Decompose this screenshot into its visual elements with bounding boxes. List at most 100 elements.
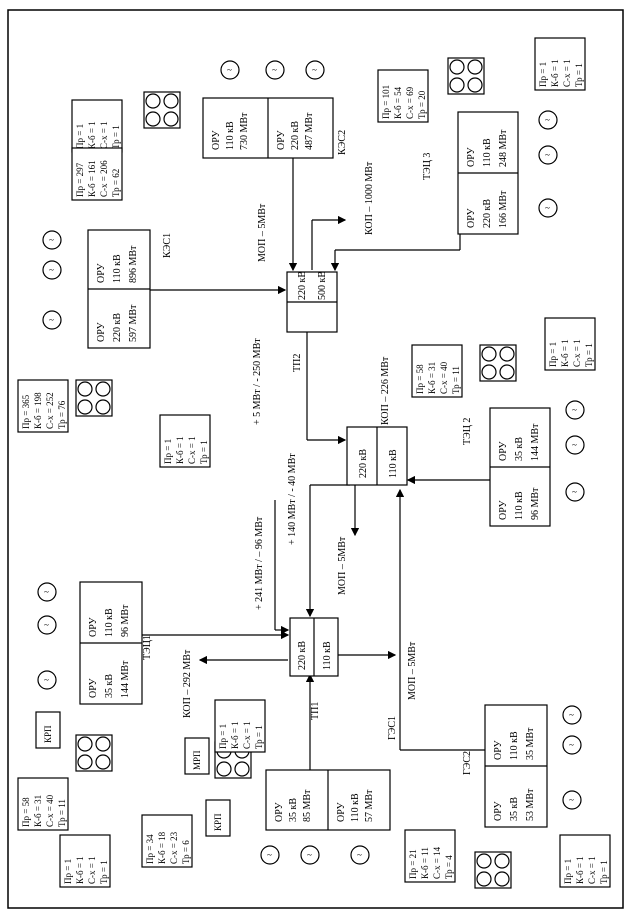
consumer-value: Пр = 297 <box>75 162 85 197</box>
generator-icon <box>565 482 585 502</box>
consumer-value: С-х = 23 <box>169 831 179 864</box>
consumer-value: Тр = 11 <box>57 799 67 827</box>
consumer-table <box>141 814 193 868</box>
consumer-value: Тр = 1 <box>584 343 594 367</box>
generator-icon <box>565 435 585 455</box>
oru-voltage: 220 кВ <box>482 199 493 228</box>
consumer-value: С-х = 69 <box>405 86 415 119</box>
consumer-value: Пр = 1 <box>63 859 73 884</box>
consumer-value: Тр = 76 <box>57 400 67 429</box>
consumer-value: К-б = 1 <box>550 59 560 87</box>
flow-5-250: + 5 МВт / - 250 МВт <box>252 338 263 425</box>
oru-voltage: 220 кВ <box>112 313 123 342</box>
consumer-value: С-х = 1 <box>587 856 597 884</box>
oru-power: 597 МВт <box>128 304 139 342</box>
station-name: ТЭЦ 3 <box>422 153 433 180</box>
flow-140-40: + 140 МВт / - 40 МВт <box>287 453 298 545</box>
oru-label: ОРУ <box>96 262 107 283</box>
oru-voltage: 35 кВ <box>509 797 520 821</box>
consumer-value: Пр = 58 <box>415 364 425 394</box>
consumer-value: С-х = 14 <box>432 846 442 879</box>
consumer-value: К-б = 1 <box>560 339 570 367</box>
generator-icon <box>220 60 240 80</box>
mrp-label: МРП <box>192 750 202 770</box>
substation-tp3: 220 кВ 110 кВ <box>346 426 408 486</box>
generator-icon <box>42 310 62 330</box>
network-lines <box>140 158 490 770</box>
oru-voltage: 110 кВ <box>112 254 123 283</box>
station-name: КЭС1 <box>162 233 173 258</box>
generator-icon <box>350 845 370 865</box>
oru-power: 144 МВт <box>530 423 541 461</box>
generator-icon <box>42 230 62 250</box>
generator-icon <box>538 198 558 218</box>
oru-power: 96 МВт <box>120 604 131 637</box>
consumer-table <box>411 344 463 398</box>
oru-label: ОРУ <box>493 739 504 760</box>
oru-label: ОРУ <box>498 499 509 520</box>
generator-symbol: ~ <box>267 850 272 860</box>
generator-symbol: ~ <box>357 850 362 860</box>
generator-icon <box>300 845 320 865</box>
generator-symbol: ~ <box>272 65 277 75</box>
oru-voltage: 35 кВ <box>288 798 299 822</box>
consumer-value: С-х = 1 <box>562 59 572 87</box>
oru-label: ОРУ <box>466 146 477 167</box>
consumer-value: Тр = 62 <box>111 169 121 197</box>
generator-symbol: ~ <box>569 795 574 805</box>
consumer-value: К-б = 1 <box>87 121 97 149</box>
oru-voltage: 110 кВ <box>509 731 520 760</box>
oru-label: ОРУ <box>336 801 347 822</box>
page-frame <box>7 9 624 909</box>
flow-mop5-top: МОП – 5МВт <box>257 203 268 262</box>
tp2-label: ТП2 <box>292 354 303 372</box>
oru-power: 96 МВт <box>530 487 541 520</box>
oru-power: 57 МВт <box>364 789 375 822</box>
oru-power: 248 МВт <box>498 129 509 167</box>
consumer-value: Тр = 6 <box>181 840 191 864</box>
oru-voltage: 35 кВ <box>104 674 115 698</box>
tp2-b: 500 кВ <box>317 271 328 300</box>
oru-power: 144 МВт <box>120 660 131 698</box>
consumer-value: С-х = 1 <box>187 436 197 464</box>
tp2-a: 220 кВ <box>297 271 308 300</box>
oru-label: ОРУ <box>466 207 477 228</box>
oru-voltage: 220 кВ <box>290 121 301 150</box>
consumer-value: С-х = 1 <box>242 721 252 749</box>
oru-voltage: 110 кВ <box>482 138 493 167</box>
consumer-value: Тр = 1 <box>599 860 609 884</box>
generator-icon <box>260 845 280 865</box>
consumer-value: Тр = 1 <box>574 63 584 87</box>
consumer-table-2 <box>214 699 266 753</box>
generator-symbol: ~ <box>44 675 49 685</box>
generator-icon <box>565 400 585 420</box>
station-name: ТЭЦ1 <box>142 635 153 660</box>
flow-mop5-bot: МОП – 5МВт <box>407 641 418 700</box>
flow-labels: МОП – 5МВт КОП – 1000 МВт + 5 МВт / - 25… <box>182 161 418 718</box>
oru-voltage: 110 кВ <box>225 121 236 150</box>
consumer-value: Пр = 1 <box>163 439 173 464</box>
substation-tp1: 220 кВ 110 кВ ТП1 <box>289 617 339 720</box>
generator-icon <box>562 735 582 755</box>
flow-mop5-mid: МОП – 5МВт <box>337 536 348 595</box>
consumer-value: Пр = 58 <box>21 797 31 827</box>
generator-symbol: ~ <box>227 65 232 75</box>
flow-kop1000: КОП – 1000 МВт <box>364 161 375 235</box>
consumer-value: С-х = 206 <box>99 160 109 197</box>
consumer-table-2 <box>159 414 211 468</box>
oru-power: 166 МВт <box>498 190 509 228</box>
consumer-value: Тр = 1 <box>254 725 264 749</box>
oru-label: ОРУ <box>88 677 99 698</box>
consumer-value: К-б = 31 <box>427 362 437 394</box>
consumer-value: К-б = 18 <box>157 831 167 864</box>
consumer-value: Пр = 101 <box>381 85 391 119</box>
generator-symbol: ~ <box>545 150 550 160</box>
consumer-value: С-х = 1 <box>99 121 109 149</box>
consumer-table-2 <box>71 147 123 201</box>
generator-icon <box>265 60 285 80</box>
